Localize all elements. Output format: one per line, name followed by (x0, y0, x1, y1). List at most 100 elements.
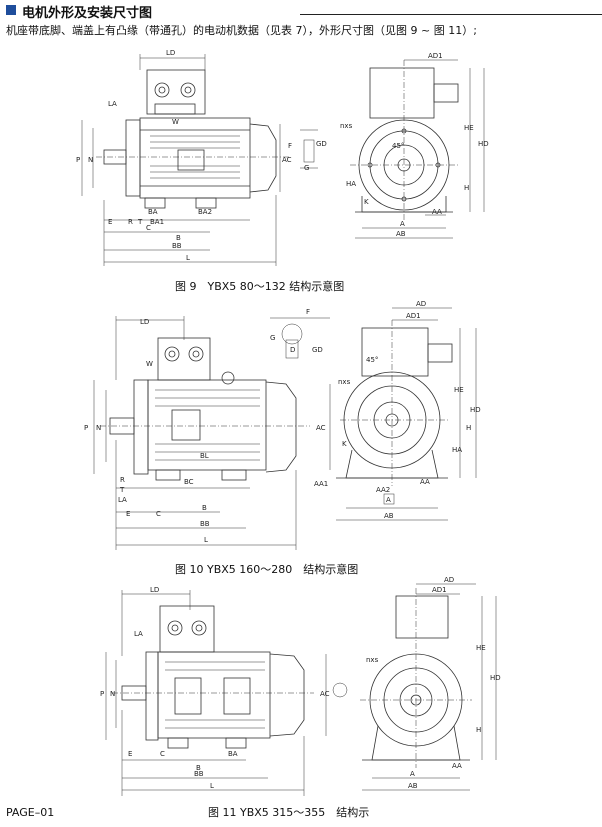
fig10-label-H: H (466, 424, 471, 432)
fig9-front-dimensions (355, 59, 485, 239)
fig9-label-P: P (76, 156, 80, 164)
fig10-label-BC: BC (184, 478, 194, 486)
fig10-label-E: E (126, 510, 130, 518)
fig10-label-C: C (156, 510, 161, 518)
fig10-label-G: G (270, 334, 275, 342)
fig10-label-HD: HD (470, 406, 481, 414)
fig11-label-N: N (110, 690, 115, 698)
fig10-label-GD: GD (312, 346, 323, 354)
fig11-label-P: P (100, 690, 104, 698)
section-title: 电机外形及安装尺寸图 (22, 6, 153, 21)
fig9-label-AA: AA (432, 208, 442, 216)
fig10-label-BL: BL (200, 452, 209, 460)
fig10-label-T: T (119, 486, 125, 494)
fig9-label-AC: AC (282, 156, 292, 164)
fig9-label-BA1: BA1 (150, 218, 164, 226)
fig10-label-D: D (290, 346, 295, 354)
fig10-front-dimensions (336, 307, 477, 521)
fig9-label-nxs: nxs (340, 122, 353, 130)
fig11-label-AB: AB (408, 782, 418, 790)
fig10-label-W: W (146, 360, 153, 368)
fig11-caption: 图 11 YBX5 315～355 结构示 (208, 806, 370, 819)
fig10-label-R: R (120, 476, 125, 484)
fig9-label-HD: HD (478, 140, 489, 148)
fig9-caption: 图 9 YBX5 80～132 结构示意图 (175, 280, 345, 293)
fig11-label-E: E (128, 750, 132, 758)
section-subtitle: 机座带底脚、端盖上有凸缘（带通孔）的电动机数据（见表 7），外形尺寸图（见图 9… (6, 24, 477, 37)
fig9-label-A: A (400, 220, 405, 228)
fig9-label-B: B (176, 234, 181, 242)
fig11-label-AC: AC (320, 690, 330, 698)
fig11-front-view (360, 588, 472, 768)
fig11-label-BB: BB (194, 770, 204, 778)
fig9-label-W: W (172, 118, 179, 126)
page-header: 电机外形及安装尺寸图 机座带底脚、端盖上有凸缘（带通孔）的电动机数据（见表 7）… (0, 0, 602, 42)
fig10-label-AD1: AD1 (406, 312, 421, 320)
fig10-label-AC: AC (316, 424, 326, 432)
fig11-dimensions (105, 590, 348, 796)
fig9-label-BA2: BA2 (198, 208, 212, 216)
fig11-label-B: B (196, 764, 201, 772)
fig9-label-GD: GD (316, 140, 327, 148)
fig10-label-LD: LD (140, 318, 149, 326)
fig9-side-view (96, 69, 290, 209)
fig9-label-R: R (128, 218, 133, 226)
fig10-label-AB: AB (384, 512, 394, 520)
fig9-label-H: H (464, 184, 469, 192)
fig9-label-F: F (288, 142, 292, 150)
fig10-label-B: B (202, 504, 207, 512)
fig9-label-AB: AB (396, 230, 406, 238)
fig10-label-angle: 45° (366, 356, 378, 364)
fig11-label-LA: LA (134, 630, 143, 638)
fig9-label-L: L (186, 254, 190, 262)
fig11-label-C: C (160, 750, 165, 758)
page-number: PAGE–01 (6, 806, 55, 819)
fig10-label-K: K (342, 440, 347, 448)
header-rule (300, 14, 602, 15)
fig11-label-HD: HD (490, 674, 501, 682)
fig10-front-view (336, 320, 453, 486)
fig9-label-T: T (137, 218, 143, 226)
fig9-label-HA: HA (346, 180, 356, 188)
fig9-label-LD: LD (166, 49, 175, 57)
fig11-label-AD: AD (444, 576, 454, 584)
fig9-label-C: C (146, 224, 151, 232)
fig10-label-AA1: AA1 (314, 480, 328, 488)
fig11-label-L: L (210, 782, 214, 790)
fig10-label-nxs: nxs (338, 378, 351, 386)
fig11-side-view (112, 605, 314, 749)
fig10-label-HE: HE (454, 386, 464, 394)
fig11-label-AD1: AD1 (432, 586, 447, 594)
fig11-label-BA: BA (228, 750, 238, 758)
fig9-label-E: E (108, 218, 112, 226)
fig11-front-dimensions (362, 583, 497, 791)
fig11-label-AA: AA (452, 762, 462, 770)
fig10-label-L: L (204, 536, 208, 544)
fig10-label-HA: HA (452, 446, 462, 454)
fig9-label-BB: BB (172, 242, 182, 250)
fig9-dimensions (81, 54, 318, 266)
fig9-label-angle: 45° (392, 142, 404, 150)
fig11-label-H: H (476, 726, 481, 734)
fig9-label-BA: BA (148, 208, 158, 216)
fig11-label-A: A (410, 770, 415, 778)
fig9-label-K: K (364, 198, 369, 206)
fig10-label-AA2: AA2 (376, 486, 390, 494)
fig10-caption: 图 10 YBX5 160～280 结构示意图 (175, 563, 359, 576)
fig10-label-N: N (96, 424, 101, 432)
fig11-label-nxs: nxs (366, 656, 379, 664)
fig11-label-HE: HE (476, 644, 486, 652)
fig10-label-LA: LA (118, 496, 127, 504)
fig9-front-view (350, 60, 460, 220)
fig10-label-P: P (84, 424, 88, 432)
fig11-label-LD: LD (150, 586, 159, 594)
fig10-dimensions (93, 316, 331, 550)
fig10-label-AD: AD (416, 300, 426, 308)
fig9-label-HE: HE (464, 124, 474, 132)
fig9-label-LA: LA (108, 100, 117, 108)
fig10-label-F: F (306, 308, 310, 316)
fig10-label-AA: AA (420, 478, 430, 486)
fig9-label-AD1: AD1 (428, 52, 443, 60)
fig9-label-G: G (304, 164, 309, 172)
